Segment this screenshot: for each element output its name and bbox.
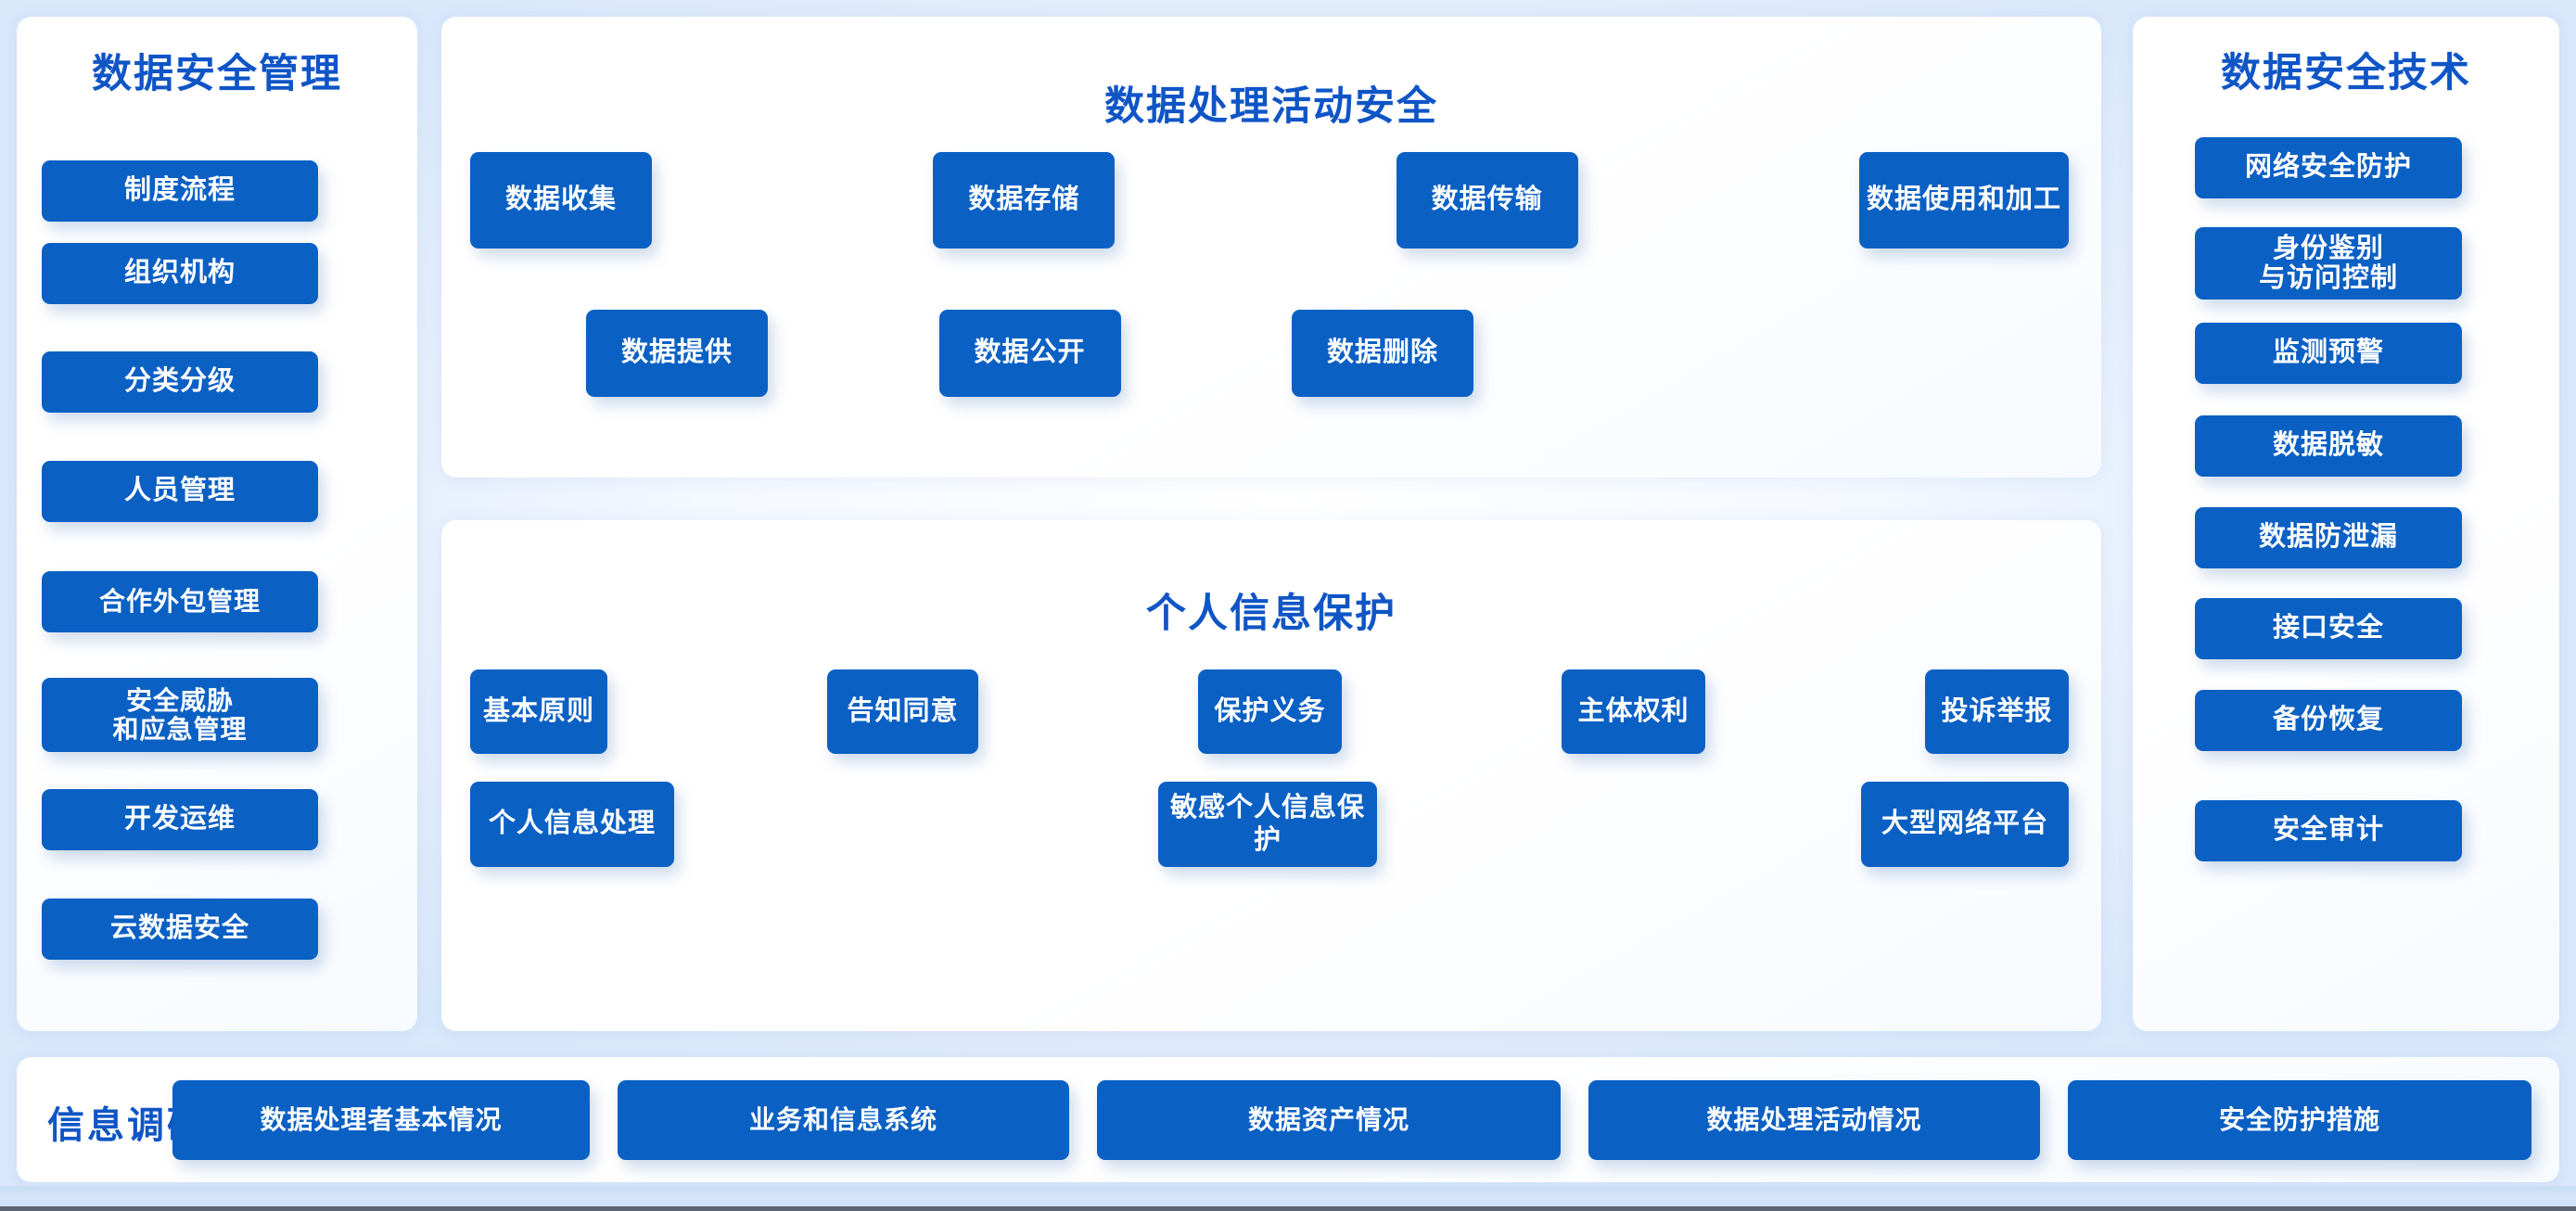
chip-processing-r1-3[interactable]: 数据使用和加工 [1859, 152, 2069, 249]
chip-processing-r2-1[interactable]: 数据公开 [938, 310, 1121, 397]
chip-processing-r1-2[interactable]: 数据传输 [1396, 152, 1578, 249]
chip-right-7[interactable]: 安全审计 [2195, 800, 2462, 861]
chip-pip-r2-1[interactable]: 敏感个人信息保护 [1158, 782, 1377, 867]
chip-processing-r2-0[interactable]: 数据提供 [586, 310, 768, 397]
panel-data-processing-activity-security: 数据处理活动安全 数据收集 数据存储 数据传输 数据使用和加工 数据提供 数据公… [441, 17, 2101, 478]
chip-pip-r1-2[interactable]: 保护义务 [1198, 669, 1342, 754]
chip-processing-r1-0[interactable]: 数据收集 [470, 152, 652, 249]
chip-left-5[interactable]: 安全威胁 和应急管理 [42, 678, 318, 752]
page-bottom-edge [0, 1206, 2576, 1211]
chip-pip-r1-0[interactable]: 基本原则 [470, 669, 607, 754]
chip-pip-r1-4[interactable]: 投诉举报 [1925, 669, 2069, 754]
chip-right-3[interactable]: 数据脱敏 [2195, 415, 2462, 477]
chip-right-4[interactable]: 数据防泄漏 [2195, 507, 2462, 568]
chip-pip-r1-3[interactable]: 主体权利 [1562, 669, 1705, 754]
panel-personal-information-protection: 个人信息保护 基本原则 告知同意 保护义务 主体权利 投诉举报 个人信息处理 敏… [441, 520, 2101, 1031]
left-panel-title: 数据安全管理 [92, 52, 342, 96]
right-panel-title: 数据安全技术 [2221, 51, 2471, 96]
panel-data-security-management: 数据安全管理 制度流程 组织机构 分类分级 人员管理 合作外包管理 安全威胁 和… [17, 17, 417, 1031]
chip-left-1[interactable]: 组织机构 [42, 243, 318, 304]
chip-processing-r1-1[interactable]: 数据存储 [933, 152, 1116, 249]
chip-left-6[interactable]: 开发运维 [42, 789, 318, 850]
chip-pip-r2-2[interactable]: 大型网络平台 [1861, 782, 2069, 867]
chip-pip-r1-1[interactable]: 告知同意 [827, 669, 978, 754]
chip-footer-0[interactable]: 数据处理者基本情况 [172, 1080, 590, 1160]
chip-right-1[interactable]: 身份鉴别 与访问控制 [2195, 227, 2462, 300]
chip-pip-r2-0[interactable]: 个人信息处理 [470, 782, 674, 867]
chip-right-0[interactable]: 网络安全防护 [2195, 137, 2462, 198]
chip-left-2[interactable]: 分类分级 [42, 351, 318, 413]
chip-processing-r2-2[interactable]: 数据删除 [1292, 310, 1473, 397]
chip-footer-2[interactable]: 数据资产情况 [1097, 1080, 1561, 1160]
chip-footer-3[interactable]: 数据处理活动情况 [1588, 1080, 2040, 1160]
panel-information-survey: 信息调研 数据处理者基本情况 业务和信息系统 数据资产情况 数据处理活动情况 安… [17, 1057, 2559, 1182]
chip-right-5[interactable]: 接口安全 [2195, 598, 2462, 659]
center-top-panel-title: 数据处理活动安全 [1104, 84, 1438, 129]
panel-data-security-technology: 数据安全技术 网络安全防护 身份鉴别 与访问控制 监测预警 数据脱敏 数据防泄漏… [2133, 17, 2559, 1031]
chip-left-4[interactable]: 合作外包管理 [42, 571, 318, 632]
chip-left-7[interactable]: 云数据安全 [42, 899, 318, 960]
chip-footer-4[interactable]: 安全防护措施 [2068, 1080, 2531, 1160]
chip-right-6[interactable]: 备份恢复 [2195, 690, 2462, 751]
chip-left-3[interactable]: 人员管理 [42, 461, 318, 522]
chip-right-2[interactable]: 监测预警 [2195, 323, 2462, 384]
chip-footer-1[interactable]: 业务和信息系统 [618, 1080, 1069, 1160]
page-bottom-gradient [0, 1186, 2576, 1206]
center-bottom-panel-title: 个人信息保护 [1146, 592, 1396, 636]
chip-left-0[interactable]: 制度流程 [42, 160, 318, 222]
